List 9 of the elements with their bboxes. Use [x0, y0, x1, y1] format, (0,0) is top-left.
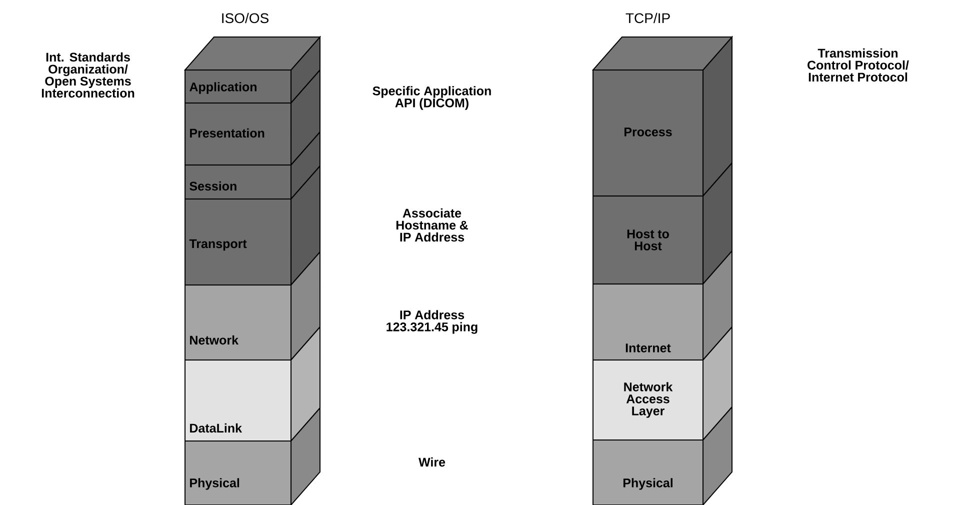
description-text: Wire — [418, 457, 446, 467]
description-text: Specific Application API (DICOM) — [372, 86, 491, 110]
node-label: Application — [190, 82, 256, 94]
column-heading: TCP/IP — [626, 12, 670, 24]
description-text: Transmission Control Protocol/ Internet Protocol — [808, 48, 909, 82]
column-heading: ISO/OS — [222, 12, 268, 24]
description-text: Associate Hostname & IP Address — [396, 208, 468, 242]
description-text: Int. Standards Organization/ Open Systems Interconnection — [42, 52, 134, 98]
description-text: IP Address 123.321.45 ping — [386, 310, 478, 334]
